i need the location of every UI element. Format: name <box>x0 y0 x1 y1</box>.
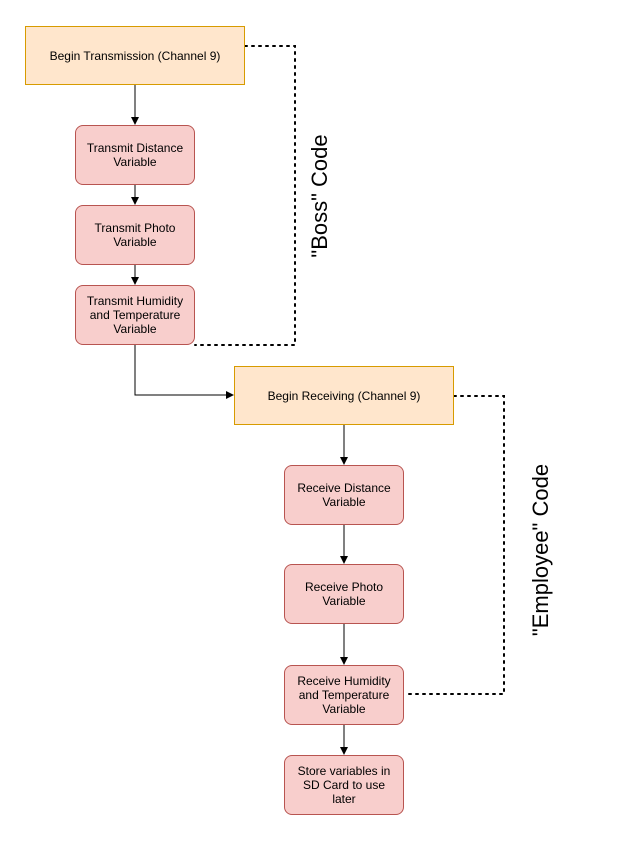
boss-group-bracket <box>194 45 296 346</box>
employee-group-bracket <box>403 395 505 695</box>
receive-distance-box: Receive Distance Variable <box>284 465 404 525</box>
arrow-transmit-to-receiving <box>134 345 234 399</box>
receive-photo-box: Receive Photo Variable <box>284 564 404 624</box>
begin-receiving-box: Begin Receiving (Channel 9) <box>234 366 454 425</box>
transmit-distance-box: Transmit Distance Variable <box>75 125 195 185</box>
transmit-photo-box: Transmit Photo Variable <box>75 205 195 265</box>
receive-humidity-box: Receive Humidity and Temperature Variabl… <box>284 665 404 725</box>
store-sd-card-box: Store variables in SD Card to use later <box>284 755 404 815</box>
begin-transmission-box: Begin Transmission (Channel 9) <box>25 26 245 85</box>
transmit-humidity-box: Transmit Humidity and Temperature Variab… <box>75 285 195 345</box>
boss-code-label: "Boss" Code <box>307 134 332 258</box>
employee-code-label: "Employee" Code <box>528 463 553 637</box>
